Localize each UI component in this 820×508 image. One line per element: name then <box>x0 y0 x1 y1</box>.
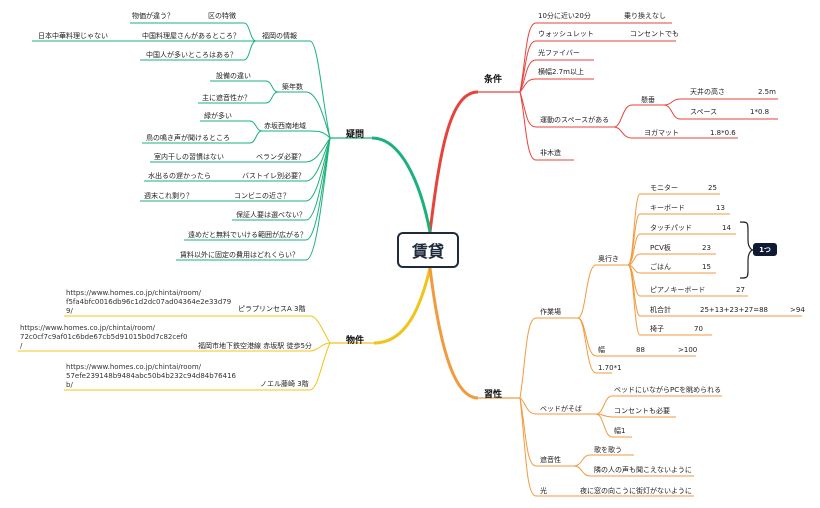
node-shukan-haba-value[interactable]: 88 <box>636 346 645 354</box>
topic-gimon[interactable]: 疑問 <box>346 130 365 140</box>
node-gimon-setsubi[interactable]: 設備の違い <box>216 72 251 80</box>
bukken-url-2[interactable]: https://www.homes.co.jp/chintai/room/ 72… <box>20 324 188 350</box>
bukken-name-2[interactable]: 福岡市地下鉄空港線 赤坂駅 徒歩5分 <box>198 342 312 350</box>
node-gimon-shumatsu[interactable]: 週末これ剩り？ <box>144 192 193 200</box>
desk-item-value[interactable]: 25+13+23+27=88 <box>700 306 768 314</box>
desk-item-value[interactable]: 13 <box>716 204 725 212</box>
node-joken-e1b-value[interactable]: 1*0.8 <box>750 108 770 116</box>
bukken-url-1[interactable]: https://www.homes.co.jp/chintai/room/ f5… <box>66 289 232 315</box>
node-joken-e1a[interactable]: 天井の高さ <box>690 88 725 96</box>
group-badge[interactable]: 1つ <box>753 243 777 256</box>
node-gimon-midori[interactable]: 緑が多い <box>204 112 232 120</box>
desk-item-label[interactable]: 机合計 <box>650 306 671 314</box>
node-joken-e2[interactable]: ヨガマット <box>644 129 679 137</box>
node-shukan-shaon2[interactable]: 隣の人の声も聞こえないように <box>594 466 692 474</box>
node-gimon-yachin[interactable]: 賃料以外に固定の費用はどれくらい？ <box>180 251 299 259</box>
node-joken-b[interactable]: ウォッシュレット <box>538 30 594 38</box>
node-shukan-sagyoba[interactable]: 作業場 <box>540 308 561 316</box>
desk-item-value[interactable]: 15 <box>702 263 711 271</box>
node-gimon-bukka[interactable]: 物価が違う？ <box>132 12 174 20</box>
node-shukan-hikari1[interactable]: 夜に窓の向こうに街灯がないように <box>580 487 692 495</box>
node-gimon-ku[interactable]: 区の特徴 <box>208 12 236 20</box>
desk-item-extra[interactable]: >94 <box>790 306 805 314</box>
node-shukan-bedside[interactable]: ベッドがそば <box>540 405 582 413</box>
node-shukan-hikari[interactable]: 光 <box>540 487 547 495</box>
node-joken-f[interactable]: 非木造 <box>540 149 561 157</box>
node-gimon-heya[interactable]: 室内干しの習慣はない <box>154 153 224 161</box>
bukken-url-3[interactable]: https://www.homes.co.jp/chintai/room/ 57… <box>66 363 236 389</box>
node-joken-a[interactable]: 10分に近い20分 <box>538 12 591 20</box>
node-gimon-hosho[interactable]: 保証人要は選べない？ <box>236 211 306 219</box>
group-bracket <box>739 221 754 279</box>
node-gimon-akasaka[interactable]: 赤坂西南地域 <box>264 122 306 130</box>
node-gimon-mizu[interactable]: 水出るの遅かったら <box>148 172 211 180</box>
node-gimon-konbini[interactable]: コンビニの近さ？ <box>234 192 290 200</box>
link-joken <box>428 90 479 233</box>
node-shukan-bed3[interactable]: 幅1 <box>614 427 626 435</box>
desk-item-label[interactable]: PCV板 <box>650 244 671 252</box>
node-shukan-shaon[interactable]: 遮音性 <box>540 456 561 464</box>
node-shukan-haba[interactable]: 幅 <box>598 346 605 354</box>
node-gimon-chuka[interactable]: 中国料理屋さんがあるところ？ <box>142 32 240 40</box>
node-joken-e2-value[interactable]: 1.8*0.6 <box>710 129 736 137</box>
desk-item-label[interactable]: ピアノキーボード <box>650 286 706 294</box>
root-topic[interactable]: 賃貸 <box>397 232 459 268</box>
node-gimon-shaon[interactable]: 主に遮音性か？ <box>202 94 251 102</box>
desk-item-label[interactable]: ごはん <box>650 263 671 271</box>
node-shukan-bed2[interactable]: コンセントも必要 <box>614 407 670 415</box>
desk-item-label[interactable]: モニター <box>650 184 678 192</box>
desk-item-value[interactable]: 14 <box>722 224 731 232</box>
topic-shukan[interactable]: 習性 <box>484 390 503 400</box>
node-joken-e1[interactable]: 懸垂 <box>641 96 655 104</box>
node-gimon-veranda[interactable]: ベランダ必要？ <box>256 153 305 161</box>
node-gimon-toomi[interactable]: 遠めだと無料でいける範囲が広がる？ <box>188 231 307 239</box>
node-gimon-tori[interactable]: 鳥の鳴き声が聞けるところ <box>146 134 230 142</box>
node-shukan-okuyuki[interactable]: 奥行き <box>598 255 619 263</box>
desk-item-value[interactable]: 23 <box>702 244 711 252</box>
node-joken-c[interactable]: 光ファイバー <box>538 49 580 57</box>
desk-item-label[interactable]: キーボード <box>650 204 685 212</box>
desk-item-label[interactable]: 椅子 <box>650 325 664 333</box>
node-joken-d[interactable]: 横幅2.7m以上 <box>538 68 584 76</box>
node-gimon-nihon[interactable]: 日本中華料理じゃない <box>38 32 108 40</box>
node-joken-e1a-value[interactable]: 2.5m <box>758 88 776 96</box>
node-shukan-bed1[interactable]: ベッドにいながらPCを眺められる <box>614 386 722 394</box>
node-joken-b1[interactable]: コンセントでも <box>630 30 679 38</box>
node-gimon-chikunen[interactable]: 築年数 <box>282 83 303 91</box>
node-shukan-haba-extra[interactable]: >100 <box>678 346 698 354</box>
topic-bukken[interactable]: 物件 <box>346 336 365 346</box>
node-gimon-fukuoka[interactable]: 福岡の情報 <box>262 32 297 40</box>
desk-item-label[interactable]: タッチパッド <box>650 224 692 232</box>
node-joken-e1b[interactable]: スペース <box>690 108 718 116</box>
node-shukan-shaon1[interactable]: 歌を歌う <box>594 446 622 454</box>
desk-item-value[interactable]: 70 <box>694 325 703 333</box>
bukken-name-1[interactable]: ピラプリンセスA 3階 <box>238 305 306 313</box>
bukken-name-3[interactable]: ノエル藤崎 3階 <box>260 380 309 388</box>
node-joken-e[interactable]: 運動のスペースがある <box>540 116 610 124</box>
desk-item-value[interactable]: 25 <box>708 184 717 192</box>
desk-item-value[interactable]: 27 <box>736 286 745 294</box>
node-joken-a1[interactable]: 乗り換えなし <box>624 12 666 20</box>
node-gimon-toilet[interactable]: バストイレ別必要？ <box>242 172 305 180</box>
topic-joken[interactable]: 条件 <box>484 75 503 85</box>
node-shukan-size[interactable]: 1.70*1 <box>598 364 622 372</box>
node-gimon-chugokujin[interactable]: 中国人が多いところはある？ <box>146 51 237 59</box>
